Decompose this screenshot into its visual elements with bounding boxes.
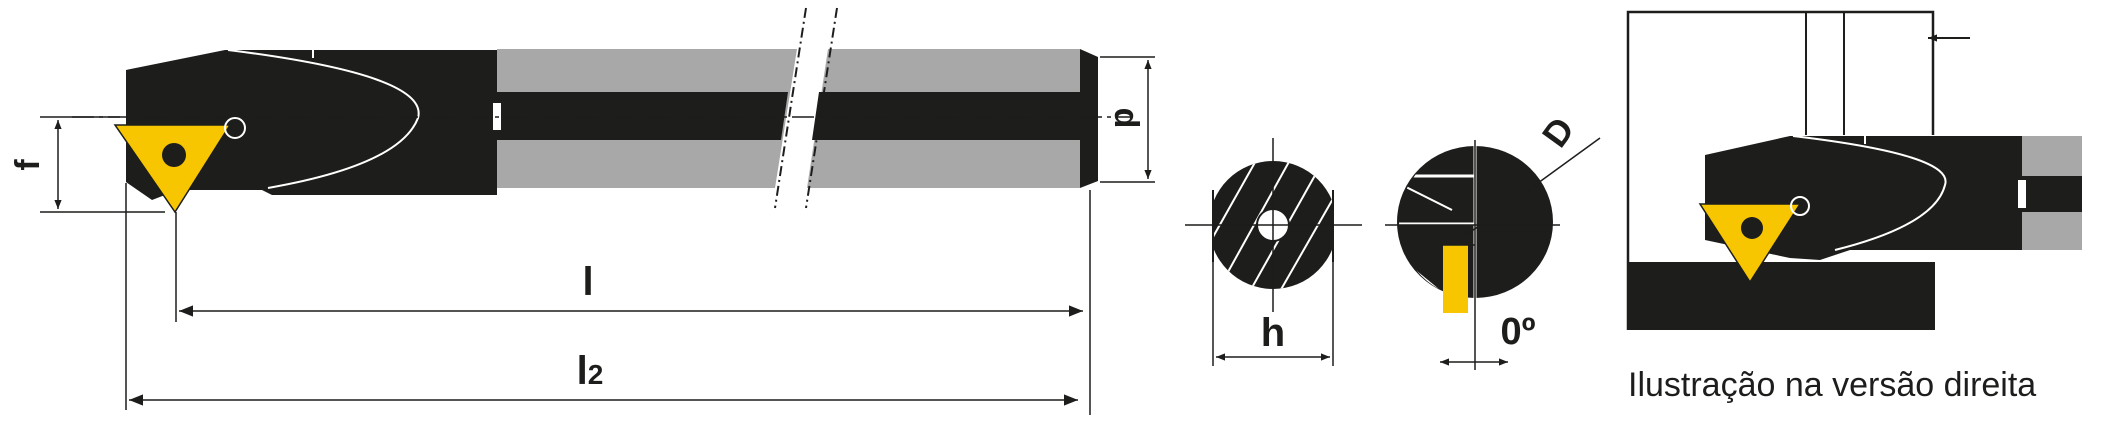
bar-end (1080, 49, 1098, 188)
coolant-groove (497, 92, 788, 140)
illustration-caption: Ilustração na versão direita (1628, 366, 2036, 404)
dimension-D-line (1424, 137, 1601, 266)
cross-section-h: h (1185, 138, 1362, 366)
boring-bar-side-view (72, 7, 1130, 214)
dimensions-side-view: f d l l2 (9, 56, 1155, 415)
dimension-l2-label: l2 (577, 349, 604, 393)
head-curve (227, 49, 420, 189)
dimension-angle-label: 0º (1500, 311, 1535, 353)
setup-insert (1698, 203, 1802, 284)
dimension-D-label: D (1534, 109, 1582, 154)
cross-section-d: D 0º (1385, 109, 1601, 370)
dimension-f-label: f (9, 159, 47, 171)
dimension-d-label: d (1107, 108, 1145, 129)
break-line (774, 7, 807, 209)
cutting-point-marker (224, 117, 246, 139)
cutting-insert (113, 124, 232, 214)
workpiece (1628, 262, 1935, 330)
bar-head (126, 50, 497, 200)
insert-section (1443, 245, 1468, 313)
dimension-h-label: h (1261, 311, 1285, 355)
insert-screw (162, 143, 186, 167)
setup-illustration (1626, 10, 2082, 330)
dimension-l-label: l (582, 260, 593, 304)
